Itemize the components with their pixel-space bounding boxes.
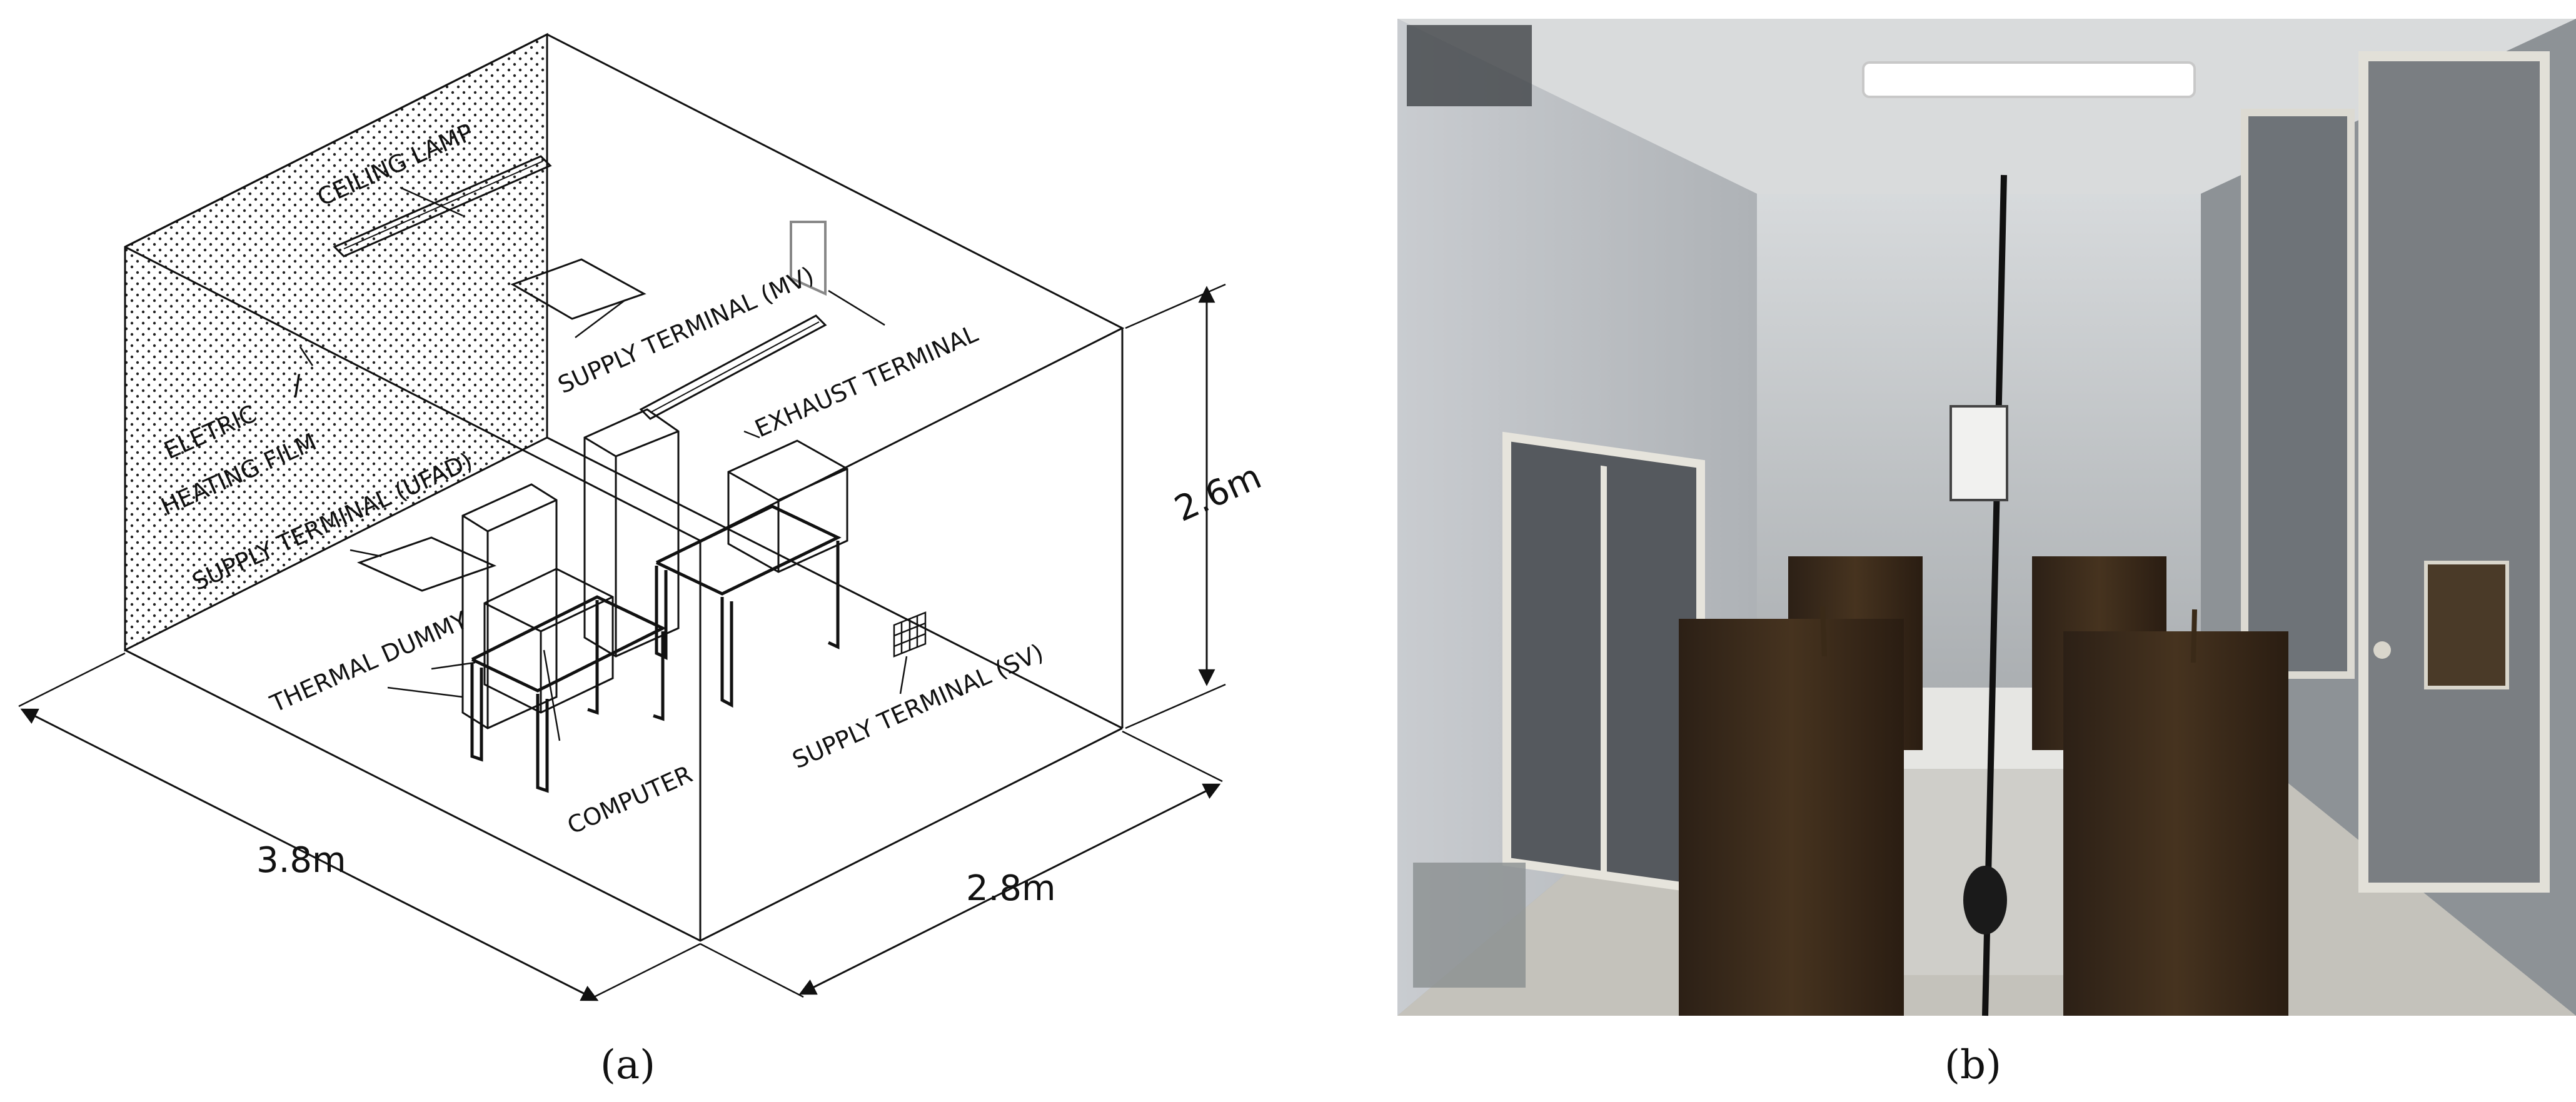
label-exhaust-terminal: EXHAUST TERMINAL bbox=[751, 319, 982, 443]
dim-width-label: 2.8m bbox=[966, 868, 1056, 909]
label-supply-terminal-sv: SUPPLY TERMINAL (SV) bbox=[788, 638, 1048, 774]
caption-a: (a) bbox=[600, 1042, 655, 1088]
ceiling-lamp bbox=[333, 155, 552, 258]
label-supply-terminal-mv: SUPPLY TERMINAL (MV) bbox=[554, 261, 818, 399]
photo-vent-bottom bbox=[1413, 863, 1526, 988]
thermal-dummy-right bbox=[583, 408, 680, 658]
photo-dummy-front-right bbox=[2063, 631, 2288, 1016]
chamber-photo bbox=[1397, 19, 2576, 1016]
computer-left bbox=[483, 568, 614, 714]
thermal-dummy-left bbox=[461, 483, 558, 729]
photo-dummy-front-left bbox=[1679, 619, 1904, 1016]
computer-right bbox=[727, 439, 848, 573]
supply-terminal-sv bbox=[893, 611, 927, 658]
photo-door bbox=[2358, 51, 2550, 893]
desk-right bbox=[655, 504, 842, 708]
heating-film-wall bbox=[124, 33, 548, 652]
supply-terminal-mv bbox=[510, 258, 647, 320]
room-schematic bbox=[18, 33, 1226, 1001]
exhaust-terminal bbox=[639, 314, 827, 420]
label-computer: COMPUTER bbox=[563, 760, 697, 839]
dim-length-label: 3.8m bbox=[256, 840, 346, 881]
desk-left bbox=[470, 595, 667, 793]
photo-vent-top bbox=[1407, 25, 1532, 106]
dim-height-label: 2.6m bbox=[1169, 456, 1267, 530]
room-floor-back-edge bbox=[546, 436, 1123, 729]
label-slash: / bbox=[290, 369, 304, 402]
dim-width-line bbox=[798, 783, 1221, 995]
photo-ceiling-light bbox=[1862, 61, 2196, 98]
dim-length-line bbox=[20, 708, 599, 1001]
caption-b: (b) bbox=[1945, 1042, 2001, 1088]
exhaust-vent bbox=[790, 221, 827, 296]
supply-terminal-ufad bbox=[356, 536, 497, 592]
label-thermal-dummy: THERMAL DUMMY bbox=[266, 606, 472, 718]
